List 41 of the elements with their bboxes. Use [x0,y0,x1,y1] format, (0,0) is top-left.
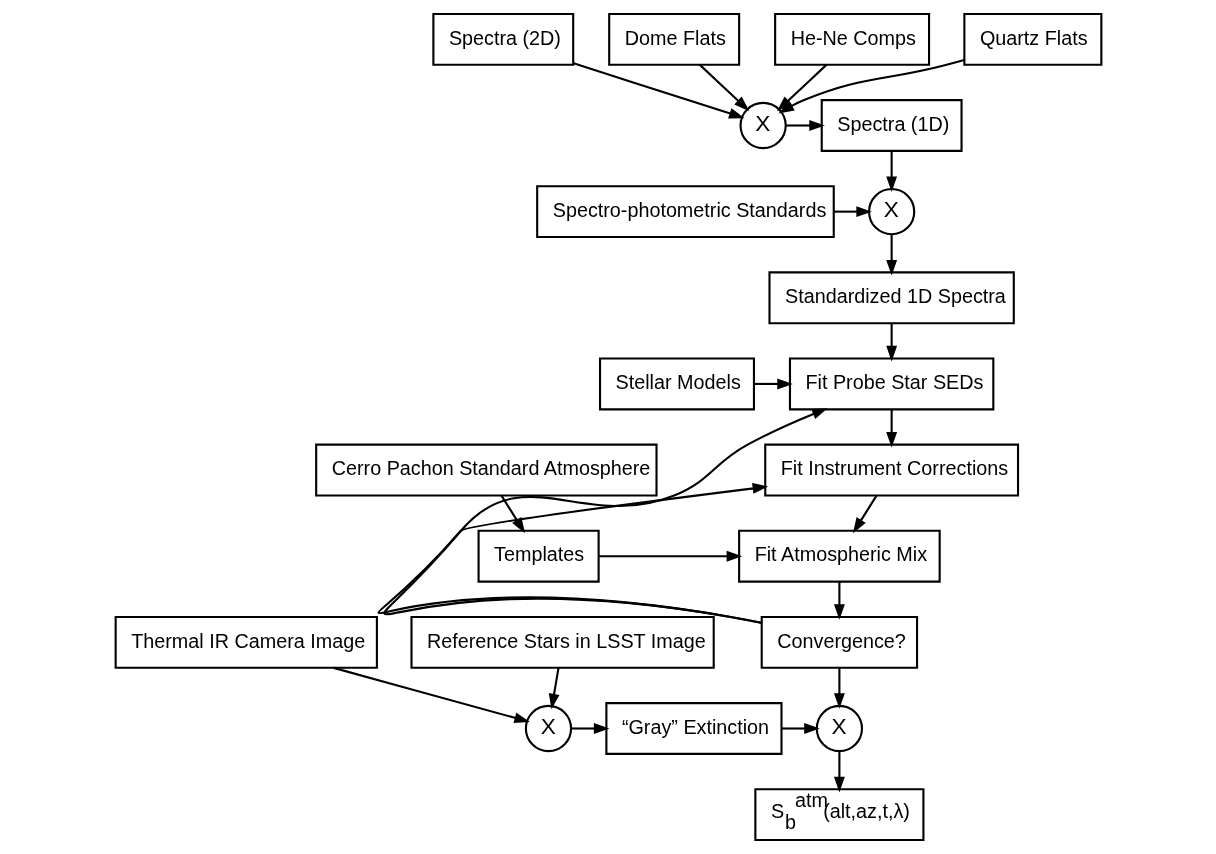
arrow [785,120,825,131]
arrow [548,667,560,710]
arrow [698,64,749,112]
arrow [332,666,530,724]
node-box: Thermal IR Camera Image [114,615,378,669]
node-box: Spectro-photometric Standards [535,185,835,239]
node-circle: X [867,188,915,236]
arrow [572,62,745,119]
node-box: Spectra (2D) [431,12,574,66]
node-box: He-Ne Comps [773,12,930,66]
arrow [885,234,897,276]
node-box: Fit Atmospheric Mix [737,529,941,583]
arrow [833,751,845,793]
arrow [852,495,877,534]
arrow [833,206,872,218]
arrow [885,151,897,192]
node-box: Quartz Flats [962,12,1102,66]
node-box: Cerro Pachon Standard Atmosphere [314,443,658,497]
node-box: Spectra (1D) [820,99,963,152]
arrow [833,581,845,620]
arrow [377,483,768,624]
node-box: Dome Flats [607,12,740,66]
node-circle: X [739,101,787,150]
arrow [753,378,793,390]
node-box: Templates [477,529,600,583]
arrow [570,723,609,734]
node-circle: X [815,704,863,753]
node-box: Standardized 1D Spectra [767,271,1015,325]
arrow [500,495,525,534]
arrow [598,550,742,562]
node-box: Stellar Models [598,357,755,411]
node-box: “Gray” Extinction [604,702,783,755]
node-circle: X [524,704,572,753]
arrow [885,409,897,448]
node-box: Convergence? [760,615,918,669]
arrow [885,323,897,362]
node-box: Reference Stars in LSST Image [409,615,715,669]
node-box: Fit Instrument Corrections [763,443,1019,497]
node-box: Fit Probe Star SEDs [788,357,994,411]
arrow [833,667,845,709]
arrow [781,723,820,734]
